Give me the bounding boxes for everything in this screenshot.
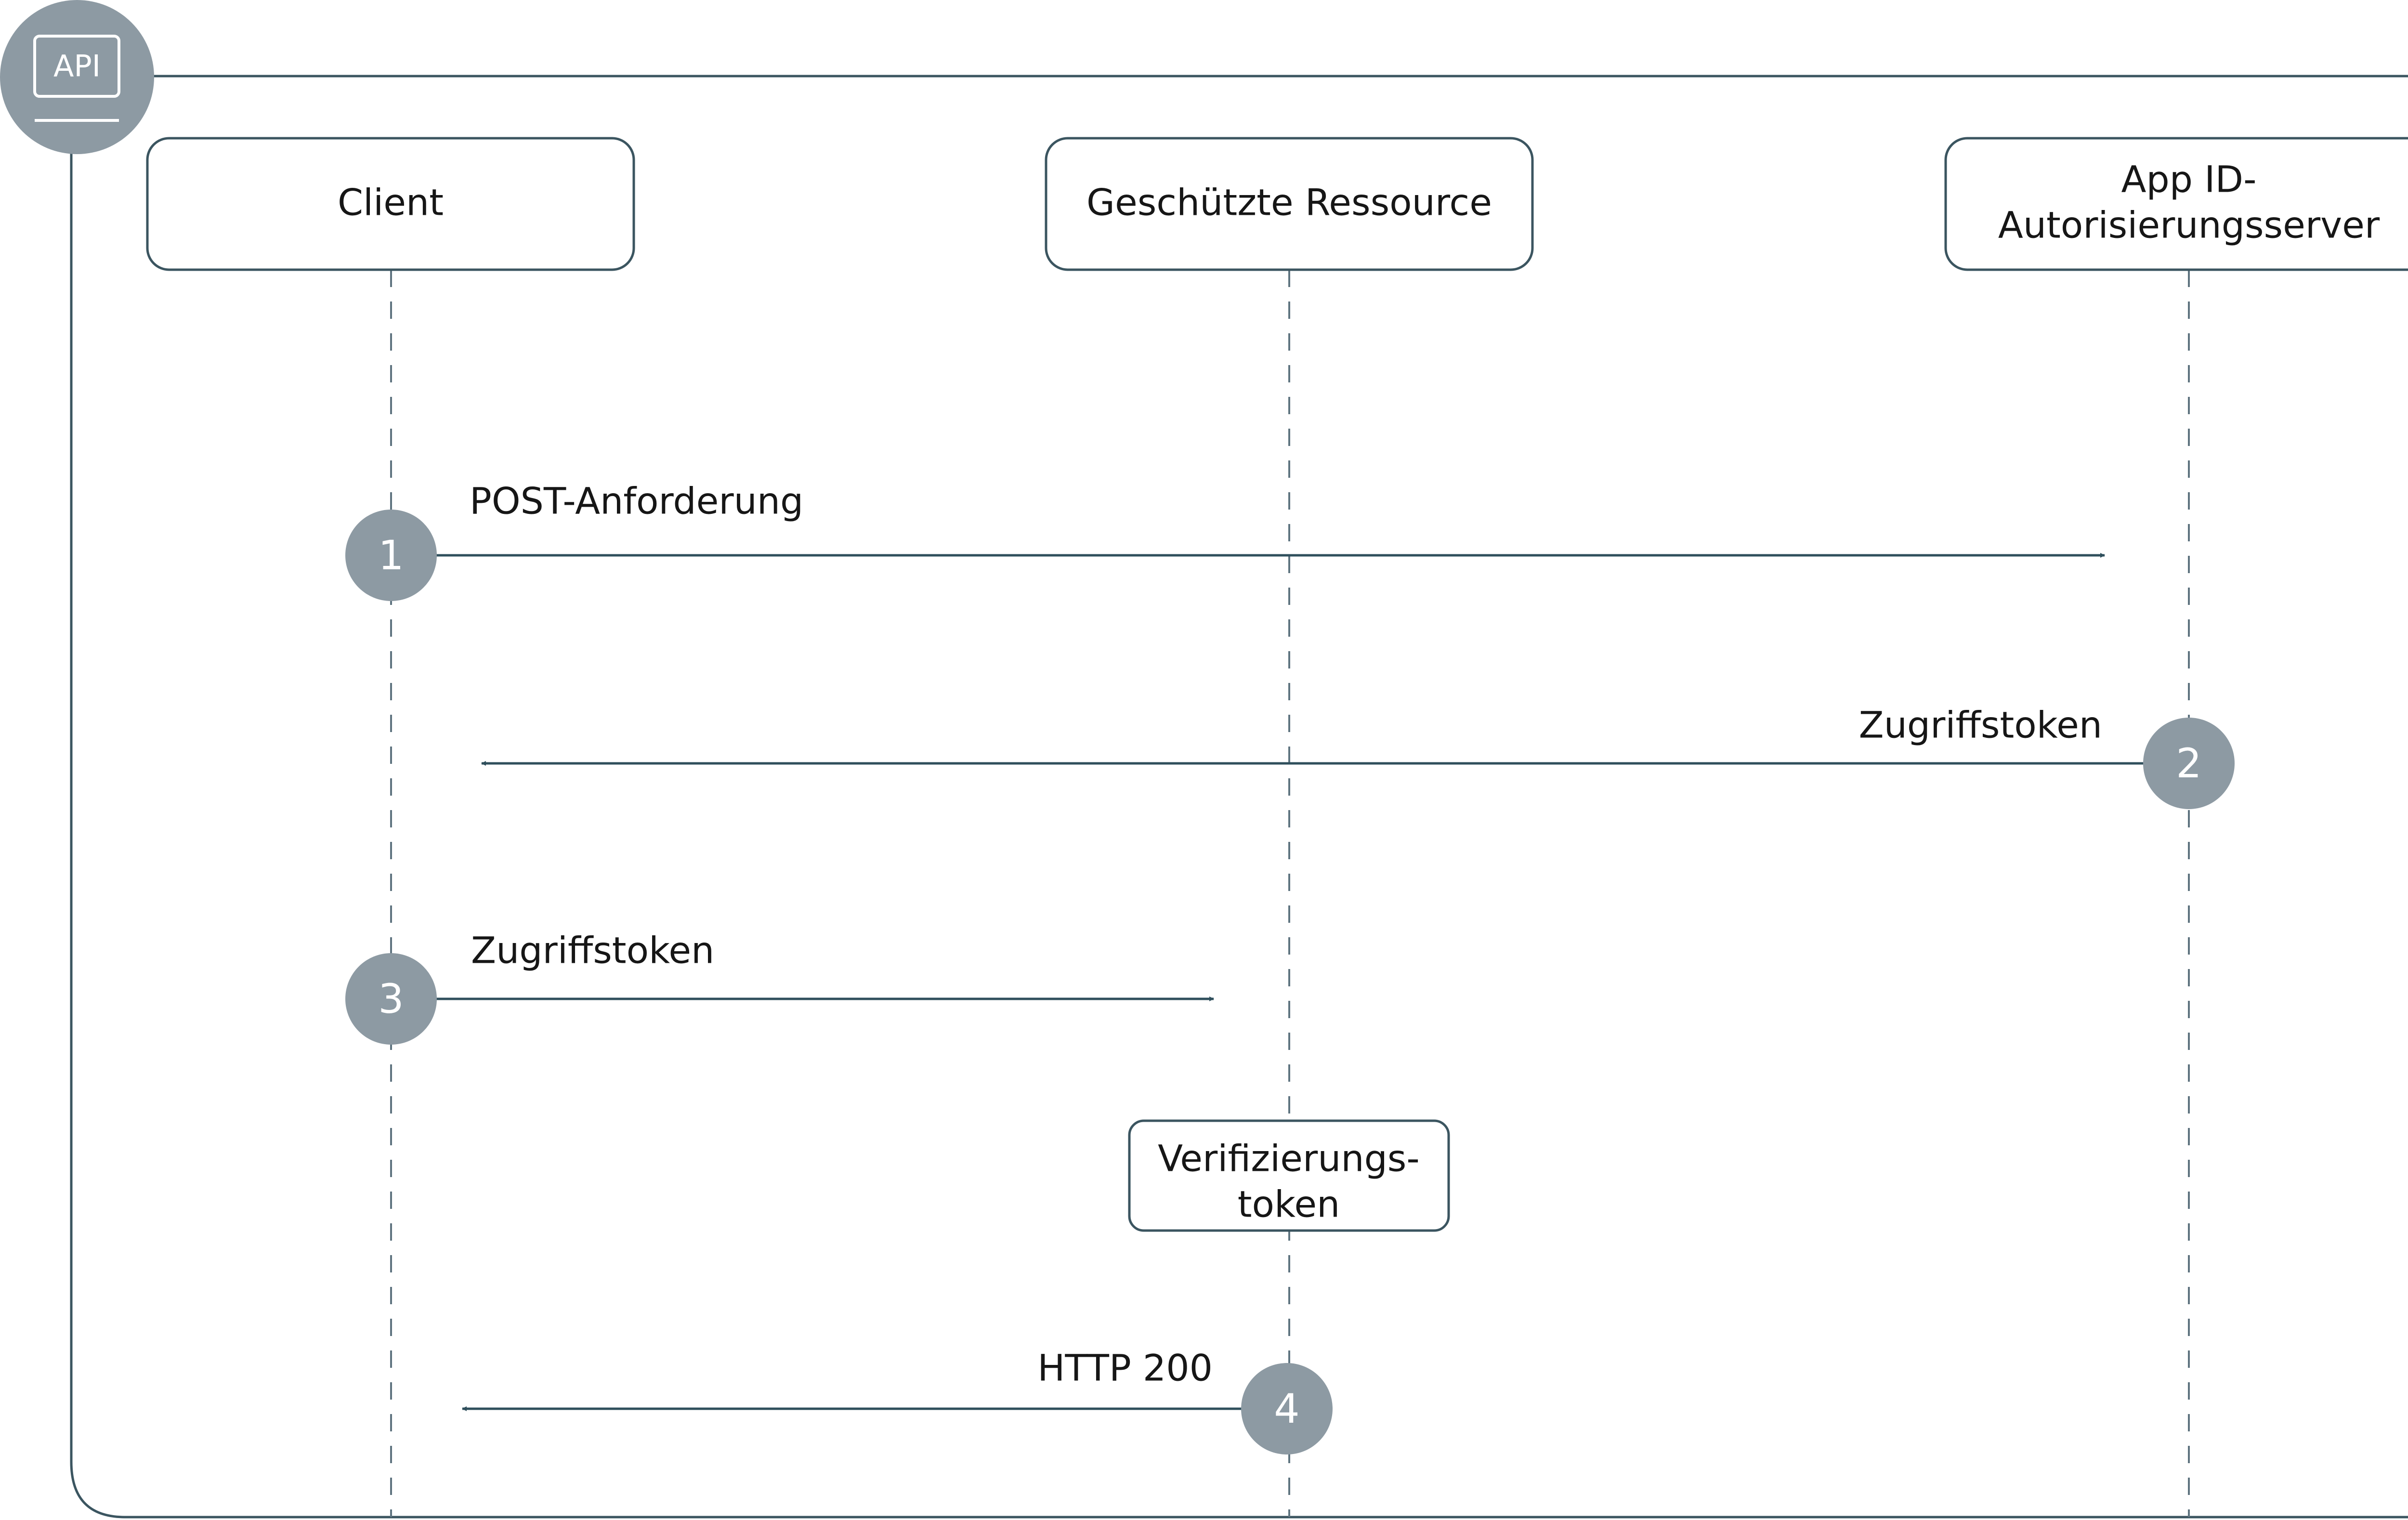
message-1-label: POST-Anforderung [470, 480, 803, 523]
message-4-label: HTTP 200 [1037, 1347, 1213, 1389]
api-badge-label: API [53, 49, 101, 84]
message-2-label: Zugriffstoken [1859, 704, 2102, 747]
message-3-label: Zugriffstoken [471, 929, 714, 972]
message-1: POST-Anforderung 1 [345, 480, 2105, 601]
activity-label-line1: Verifizierungs- [1158, 1137, 1420, 1180]
step-badge-3-number: 3 [378, 975, 404, 1022]
activity-verification: Verifizierungs- token [1128, 1119, 1450, 1232]
participant-server-label-line1: App ID- [2121, 158, 2257, 201]
step-badge-1-number: 1 [378, 532, 404, 579]
message-2: Zugriffstoken 2 [481, 704, 2235, 809]
message-4: HTTP 200 4 [462, 1347, 1333, 1454]
participant-client: Client [146, 137, 635, 271]
step-badge-2-number: 2 [2176, 740, 2201, 787]
activity-label-line2: token [1238, 1183, 1340, 1226]
participant-server: App ID- Autorisierungsserver [1944, 137, 2408, 271]
participant-client-label: Client [338, 181, 444, 224]
step-badge-4 [1241, 1363, 1333, 1454]
step-badge-2 [2143, 718, 2235, 809]
step-badge-3 [345, 953, 437, 1045]
api-badge: API [0, 0, 154, 154]
api-frame [70, 75, 2408, 1519]
participant-resource-label: Geschützte Ressource [1086, 181, 1492, 224]
participant-server-label-line2: Autorisierungsserver [1998, 204, 2380, 247]
monitor-icon [33, 35, 120, 122]
step-badge-4-number: 4 [1274, 1385, 1299, 1432]
step-badge-1 [345, 510, 437, 601]
message-3: Zugriffstoken 3 [345, 929, 1214, 1045]
participant-resource: Geschützte Ressource [1045, 137, 1534, 271]
